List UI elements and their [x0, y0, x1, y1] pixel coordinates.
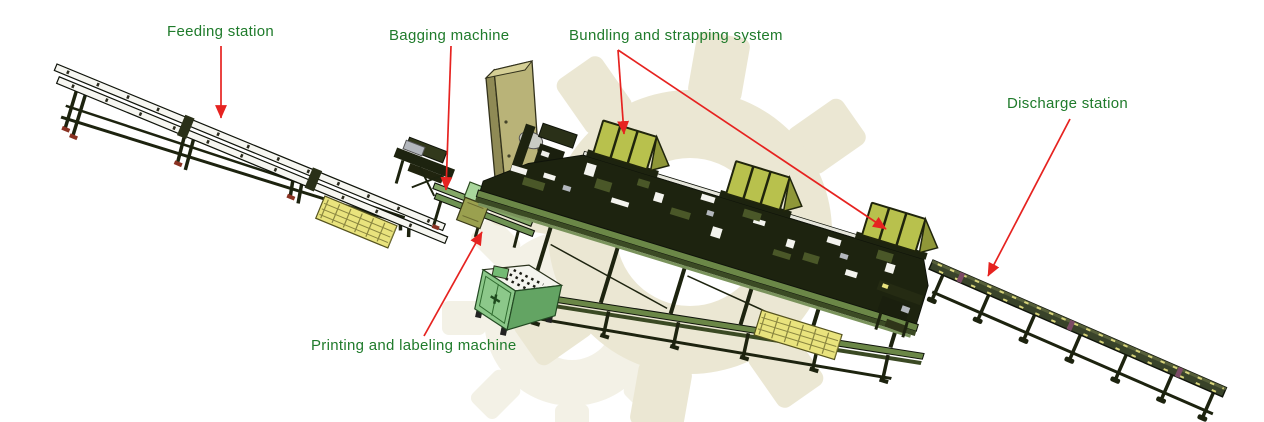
infeed-stacker [393, 136, 456, 197]
main-line [474, 117, 946, 385]
discharge-conveyor [926, 259, 1228, 422]
line-end-unit [874, 280, 924, 338]
callout-arrows [215, 45, 1071, 337]
control-cabinet [474, 264, 564, 336]
label-bundling-strapping-system: Bundling and strapping system [569, 27, 783, 44]
feeding-conveyor [53, 63, 449, 249]
arrow-bundling-1 [617, 49, 630, 135]
arrow-discharge-station [987, 118, 1071, 277]
label-discharge-station: Discharge station [1007, 95, 1128, 112]
bagging-machine [484, 60, 540, 194]
label-bagging-machine: Bagging machine [389, 27, 510, 44]
label-printing-labeling-machine: Printing and labeling machine [311, 337, 517, 354]
arrow-bundling-2 [617, 49, 887, 230]
arrow-printing-machine [423, 231, 483, 337]
label-feeding-station: Feeding station [167, 23, 275, 40]
arrow-bagging-machine [440, 45, 453, 191]
